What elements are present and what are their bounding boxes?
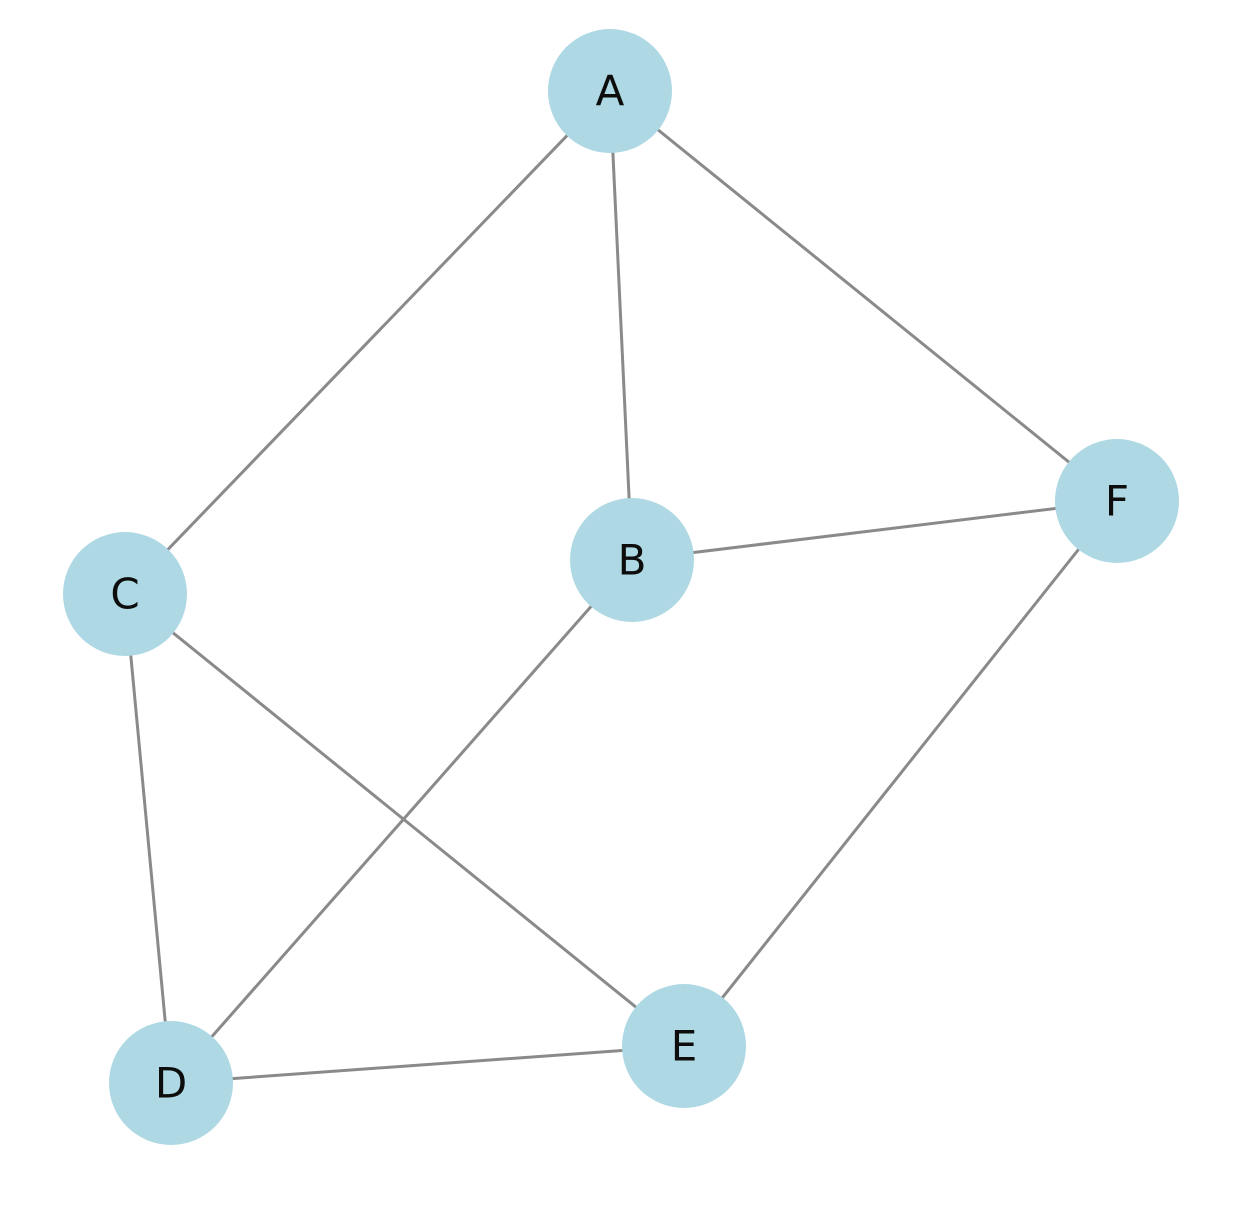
- node-circle-D: [109, 1021, 233, 1145]
- edge-C-E: [124, 592, 685, 1048]
- node-E: E: [622, 984, 746, 1108]
- node-B: B: [570, 498, 694, 622]
- edge-A-B: [608, 90, 634, 561]
- node-label-F: F: [1105, 477, 1129, 526]
- edge-B-F: [631, 499, 1118, 562]
- node-circle-C: [63, 532, 187, 656]
- node-label-B: B: [618, 536, 647, 585]
- edge-B-D: [169, 559, 634, 1084]
- node-F: F: [1055, 439, 1179, 563]
- node-label-E: E: [671, 1022, 698, 1071]
- edge-E-F: [682, 500, 1119, 1047]
- node-circle-E: [622, 984, 746, 1108]
- edge-C-D: [123, 593, 173, 1084]
- node-label-D: D: [155, 1059, 187, 1108]
- node-label-C: C: [110, 570, 139, 619]
- node-label-A: A: [596, 67, 625, 116]
- node-circle-B: [570, 498, 694, 622]
- edge-A-C: [123, 89, 612, 596]
- node-circle-A: [548, 29, 672, 153]
- edge-D-E: [170, 1044, 685, 1085]
- node-A: A: [548, 29, 672, 153]
- node-C: C: [63, 532, 187, 656]
- node-D: D: [109, 1021, 233, 1145]
- node-circle-F: [1055, 439, 1179, 563]
- edge-A-F: [609, 89, 1118, 503]
